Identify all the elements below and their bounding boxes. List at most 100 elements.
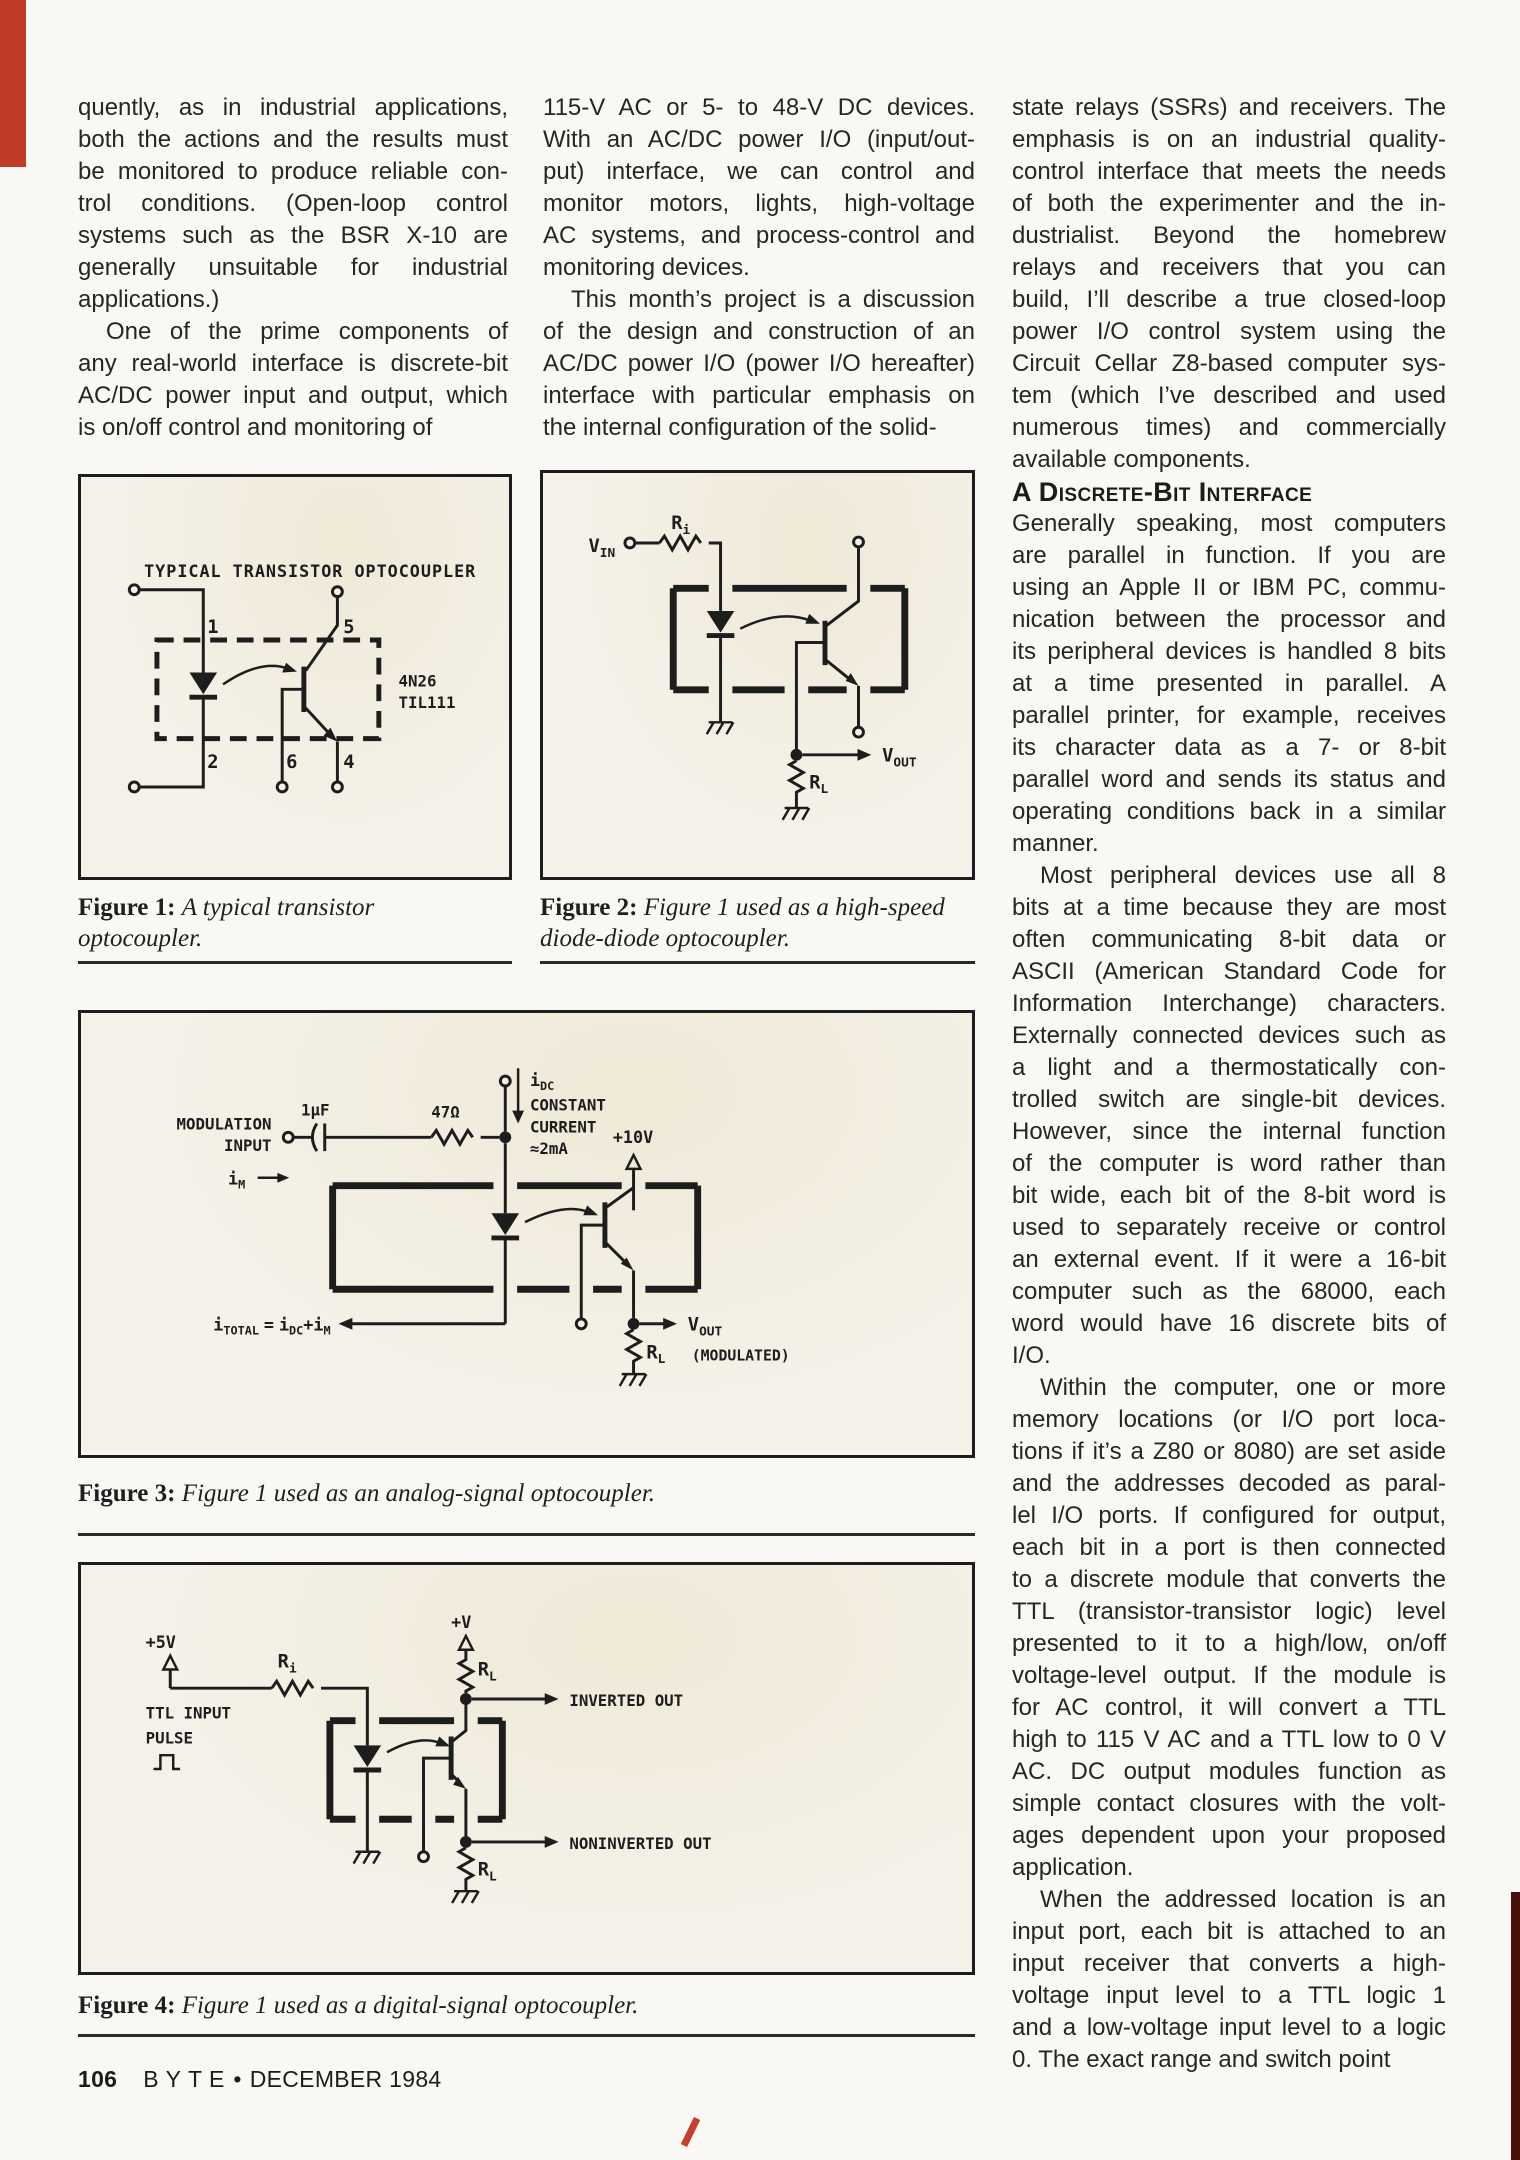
text-line: monitoring devices. [543,254,750,281]
caption-label: Figure 2: [540,894,638,921]
input-network [281,1122,500,1152]
phototransistor [275,585,344,794]
text-line: Generally speaking, most computers [1012,510,1446,537]
text-line: ages dependent upon your proposed [1012,1822,1446,1849]
text-line: emphasis is on an industrial quality- [1012,126,1446,153]
text-line: word would have 16 discrete bits of [1012,1310,1446,1337]
text-line: When the addressed location is an [1040,1886,1446,1913]
load-resistor [623,1328,644,1375]
pin-1-label: 1 [207,617,218,638]
text-line: With an AC/DC power I/O (input/out- [543,126,975,153]
text-line: TTL (transistor-transistor logic) level [1012,1598,1446,1625]
itotal-arrow [338,1317,506,1330]
optocoupler-led [353,1745,382,1852]
text-line: at a time presented in parallel. A [1012,670,1446,697]
text-line: its character data as a 7- or 8-bit [1012,734,1446,761]
vin-label: VIN [589,536,616,561]
idc-source [498,1068,525,1132]
pin-6-label: 6 [286,752,297,773]
text-line: simple contact closures with the volt- [1012,1790,1446,1817]
caption-label: Figure 3: [78,1480,176,1507]
text-line: systems such as the BSR X-10 are [78,222,508,249]
resistor-value-label: 47Ω [431,1103,459,1122]
section-heading: A Discrete-Bit Interface [1012,477,1313,507]
text-line: voltage input level to a TTL logic 1 [1012,1982,1446,2009]
idc-label: iDC [530,1070,554,1093]
text-line: its peripheral devices is handled 8 bits [1012,638,1446,665]
text-line: voltage-level output. If the module is [1012,1662,1446,1689]
caption-rule [78,961,512,964]
column-first: quently, as in industrial applications,b… [78,92,508,444]
text-line: of the computer is word rather than [1012,1150,1446,1177]
pulse-label: PULSE [146,1728,193,1747]
text-line: This month’s project is a discussion [571,286,975,313]
optocoupler-led [127,583,218,794]
text-line: an external event. If it were a 16-bit [1012,1246,1446,1273]
text-line: Most peripheral devices use all 8 [1040,862,1446,889]
figure-2-caption: Figure 2: Figure 1 used as a high-speed … [540,892,968,954]
text-line: applications.) [78,286,220,313]
im-label: iM [228,1169,245,1192]
figure-1-caption: Figure 1: A typical transistor optocoupl… [78,892,438,954]
modulation-label: MODULATION [177,1114,272,1133]
text-line: numerous times) and commercially [1012,414,1446,441]
text-line: AC/DC power input and output, which [78,382,508,409]
caption-label: Figure 4: [78,1992,176,2019]
text-line: high to 115 V AC and a TTL low to 0 V [1012,1726,1446,1753]
magazine-name: BYTE [143,2066,232,2092]
text-line: interface with particular emphasis on [543,382,975,409]
scan-mark-bottom-right [1511,1892,1520,2160]
rl-label: RL [809,772,828,797]
column-third: state relays (SSRs) and receivers. The em… [1012,92,1446,2076]
text-line: of the design and construction of an [543,318,975,345]
text-line: the internal configuration of the solid- [543,414,937,441]
ri-label: Ri [671,513,690,538]
figure-1-frame: TYPICAL TRANSISTOR OPTOCOUPLER [78,474,512,880]
modulated-label: (MODULATED) [692,1347,790,1364]
text-line: tem (which I’ve described and used [1012,382,1446,409]
text-line: Within the computer, one or more [1040,1374,1446,1401]
text-line: One of the prime components of [106,318,508,345]
footer-bullet: • [233,2066,242,2092]
text-line: AC/DC power I/O (power I/O hereafter) [543,350,975,377]
output-node [627,1317,677,1330]
text-line: state relays (SSRs) and receivers. The [1012,94,1446,121]
text-line: are parallel in function. If you are [1012,542,1446,569]
text-line: using an Apple II or IBM PC, commu- [1012,574,1446,601]
figure-4-caption: Figure 4: Figure 1 used as a digital-sig… [78,1990,975,2021]
input-network [270,1678,369,1746]
caption-rule [540,961,975,964]
noninverted-output-node [459,1836,559,1848]
figure-4-diagram: +5V Ri TTL INPUT PULSE +V RL [146,1612,712,1904]
caption-label: Figure 1: [78,894,176,921]
ri-label: Ri [278,1651,297,1676]
text-line: input receiver that converts a high- [1012,1950,1446,1977]
text-line: used to separately receive or control [1012,1214,1446,1241]
phototransistor [417,1699,468,1864]
text-line: for AC control, it will convert a TTL [1012,1694,1446,1721]
caption-text: Figure 1 used as a high-speed diode-diod… [540,894,945,952]
text-line: available components. [1012,446,1251,473]
text-line: dustrialist. Beyond the homebrew [1012,222,1446,249]
caption-rule [78,1533,975,1536]
ic-outline-dashed [154,637,382,742]
text-line: lel I/O ports. If configured for output, [1012,1502,1446,1529]
text-line: AC. DC output modules function as [1012,1758,1446,1785]
text-line: is on/off control and monitoring of [78,414,433,441]
text-line: manner. [1012,830,1099,857]
figure-3-diagram: MODULATION INPUT iM 1µF 47Ω [177,1068,790,1387]
footer-date: DECEMBER 1984 [249,2066,442,2092]
light-coupling-arrow-icon [739,613,821,630]
vout-label: VOUT [882,746,917,771]
rl-top-label: RL [478,1659,497,1684]
pulse-icon [153,1753,181,1771]
text-line: bit wide, each bit of the 8-bit word is [1012,1182,1446,1209]
text-line: control interface that meets the needs [1012,158,1446,185]
part-number-label-2: TIL111 [399,693,456,712]
output-node [790,748,872,761]
text-line: trol conditions. (Open-loop control [78,190,508,217]
figure-4-frame: +5V Ri TTL INPUT PULSE +V RL [78,1562,975,1975]
im-arrow-icon [257,1172,290,1183]
text-line: both the actions and the results must [78,126,508,153]
